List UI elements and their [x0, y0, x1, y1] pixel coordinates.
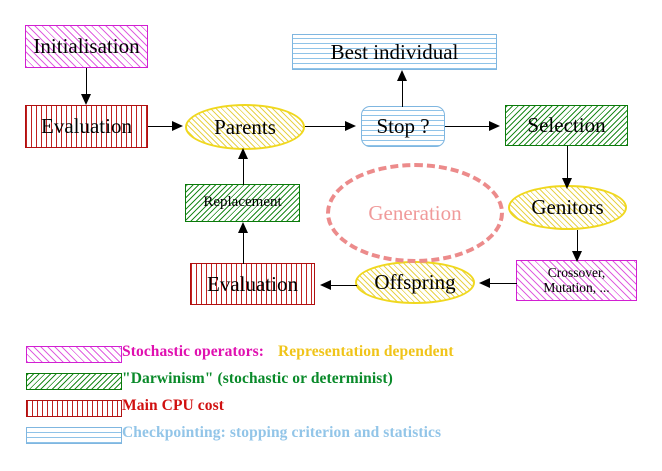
arrow-evaluation-to-replacement-line	[243, 230, 245, 264]
legend-text-darwinism: "Darwinism" (stochastic or determinist)	[122, 370, 393, 388]
node-selection-label: Selection	[527, 113, 606, 138]
legend-text-main-cpu-cost: Main CPU cost	[122, 397, 224, 415]
arrow-parents-to-stop-head	[345, 121, 356, 131]
generation-label: Generation	[368, 200, 462, 225]
legend-label-stochastic-operators: Stochastic operators:	[122, 343, 265, 360]
legend-label-main-cpu-cost: Main CPU cost	[122, 397, 225, 414]
node-parents[interactable]: Parents	[185, 104, 305, 150]
legend-label-darwinism: "Darwinism" (stochastic or determinist)	[122, 370, 393, 387]
node-initialisation-label: Initialisation	[33, 34, 140, 59]
node-crossover-line2: Mutation, ...	[543, 279, 610, 295]
node-replacement[interactable]: Replacement	[185, 184, 300, 222]
arrow-replacement-to-parents-head	[238, 148, 248, 159]
arrow-selection-to-genitors-line	[567, 146, 569, 179]
node-evaluation-bottom[interactable]: Evaluation	[190, 263, 315, 305]
node-stop-label: Stop ?	[376, 114, 430, 139]
legend-row: Main CPU cost	[0, 397, 662, 426]
node-offspring[interactable]: Offspring	[355, 261, 475, 304]
node-replacement-label: Replacement	[203, 194, 282, 211]
arrow-offspring-to-evaluation-line	[330, 285, 357, 287]
legend-swatch-checkpointing	[26, 427, 122, 444]
arrow-evaluation-to-replacement-head	[238, 222, 248, 233]
arrow-crossover-to-offspring-line	[489, 283, 517, 285]
arrow-stop-to-selection-head	[489, 121, 500, 131]
legend: Stochastic operators: Representation dep…	[0, 338, 662, 458]
generation-cycle-ellipse: Generation	[326, 163, 504, 263]
arrow-replacement-to-parents-line	[243, 155, 245, 185]
node-evaluation-top[interactable]: Evaluation	[25, 105, 148, 148]
arrow-initialisation-to-evaluation-line	[86, 68, 88, 95]
arrow-initialisation-to-evaluation-head	[81, 94, 91, 105]
arrow-evaluation-to-parents-head	[172, 121, 183, 131]
arrow-evaluation-to-parents-line	[148, 126, 173, 128]
legend-text-checkpointing: Checkpointing: stopping criterion and st…	[122, 424, 441, 442]
legend-row: "Darwinism" (stochastic or determinist)	[0, 370, 662, 399]
legend-label-checkpointing: Checkpointing: stopping criterion and st…	[122, 424, 442, 441]
node-genitors[interactable]: Genitors	[508, 185, 627, 230]
arrow-stop-to-best-line	[402, 76, 404, 107]
legend-row: Stochastic operators: Representation dep…	[0, 343, 662, 372]
node-parents-label: Parents	[214, 114, 276, 139]
arrow-stop-to-selection-line	[445, 126, 489, 128]
node-stop[interactable]: Stop ?	[361, 106, 445, 147]
arrow-selection-to-genitors-head	[562, 178, 572, 189]
arrow-crossover-to-offspring-head	[479, 278, 490, 288]
arrow-offspring-to-evaluation-head	[320, 280, 331, 290]
legend-swatch-stochastic-operators	[26, 346, 122, 363]
arrow-parents-to-stop-line	[305, 126, 345, 128]
arrow-genitors-to-crossover-head	[572, 251, 582, 262]
node-crossover-line1: Crossover,	[547, 265, 606, 281]
legend-swatch-main-cpu-cost	[26, 400, 122, 417]
node-selection[interactable]: Selection	[505, 105, 628, 146]
arrow-genitors-to-crossover-line	[577, 230, 579, 252]
node-best-individual-label: Best individual	[330, 39, 459, 64]
node-initialisation[interactable]: Initialisation	[25, 25, 148, 68]
legend-text-stochastic-operators: Stochastic operators: Representation dep…	[122, 343, 454, 361]
node-evaluation-bottom-label: Evaluation	[207, 271, 298, 296]
node-crossover-mutation[interactable]: Crossover, Mutation, ...	[516, 260, 637, 301]
legend-label-representation-dependent: Representation dependent	[278, 343, 454, 360]
node-evaluation-top-label: Evaluation	[41, 114, 132, 139]
node-best-individual[interactable]: Best individual	[292, 34, 497, 70]
node-genitors-label: Genitors	[531, 195, 604, 220]
node-offspring-label: Offspring	[374, 270, 456, 295]
arrow-stop-to-best-head	[397, 70, 407, 81]
legend-row: Checkpointing: stopping criterion and st…	[0, 424, 662, 453]
legend-swatch-darwinism	[26, 373, 122, 390]
